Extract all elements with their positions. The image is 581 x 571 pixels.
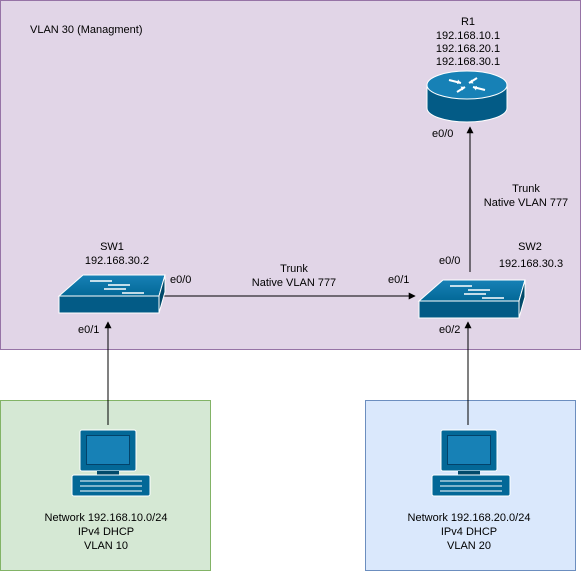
pc2-network: Network 192.168.20.0/24 <box>408 512 531 524</box>
link-sw2-r1-label-1: Trunk <box>512 183 540 195</box>
sw2-port-bottom: e0/2 <box>439 324 460 336</box>
pc2-ip-mode: IPv4 DHCP <box>441 526 497 538</box>
router-address-1: 192.168.10.1 <box>436 30 500 42</box>
sw2-port-top: e0/0 <box>439 255 460 267</box>
router-name: R1 <box>461 16 475 28</box>
pc1-vlan: VLAN 10 <box>84 540 128 552</box>
switch-icon[interactable] <box>417 279 526 319</box>
sw2-name: SW2 <box>518 241 542 253</box>
sw1-port-right: e0/0 <box>170 274 191 286</box>
pc-icon[interactable] <box>71 429 151 497</box>
management-zone-label: VLAN 30 (Managment) <box>30 24 143 36</box>
sw2-port-left: e0/1 <box>388 274 409 286</box>
pc1-ip-mode: IPv4 DHCP <box>78 526 134 538</box>
router-icon[interactable] <box>426 70 508 123</box>
router-address-3: 192.168.30.1 <box>436 56 500 68</box>
link-sw1-sw2-label-1: Trunk <box>280 263 308 275</box>
sw1-ip: 192.168.30.2 <box>85 255 149 267</box>
link-sw1-sw2-label-2: Native VLAN 777 <box>252 277 336 289</box>
pc2-vlan: VLAN 20 <box>447 540 491 552</box>
link-sw2-r1-label-2: Native VLAN 777 <box>484 197 568 209</box>
sw1-port-bottom: e0/1 <box>78 324 99 336</box>
pc-icon[interactable] <box>431 429 511 497</box>
pc1-network: Network 192.168.10.0/24 <box>45 512 168 524</box>
router-port-label: e0/0 <box>432 128 453 140</box>
sw1-name: SW1 <box>100 241 124 253</box>
sw2-ip: 192.168.30.3 <box>499 258 563 270</box>
router-address-2: 192.168.20.1 <box>436 43 500 55</box>
switch-icon[interactable] <box>57 274 166 314</box>
